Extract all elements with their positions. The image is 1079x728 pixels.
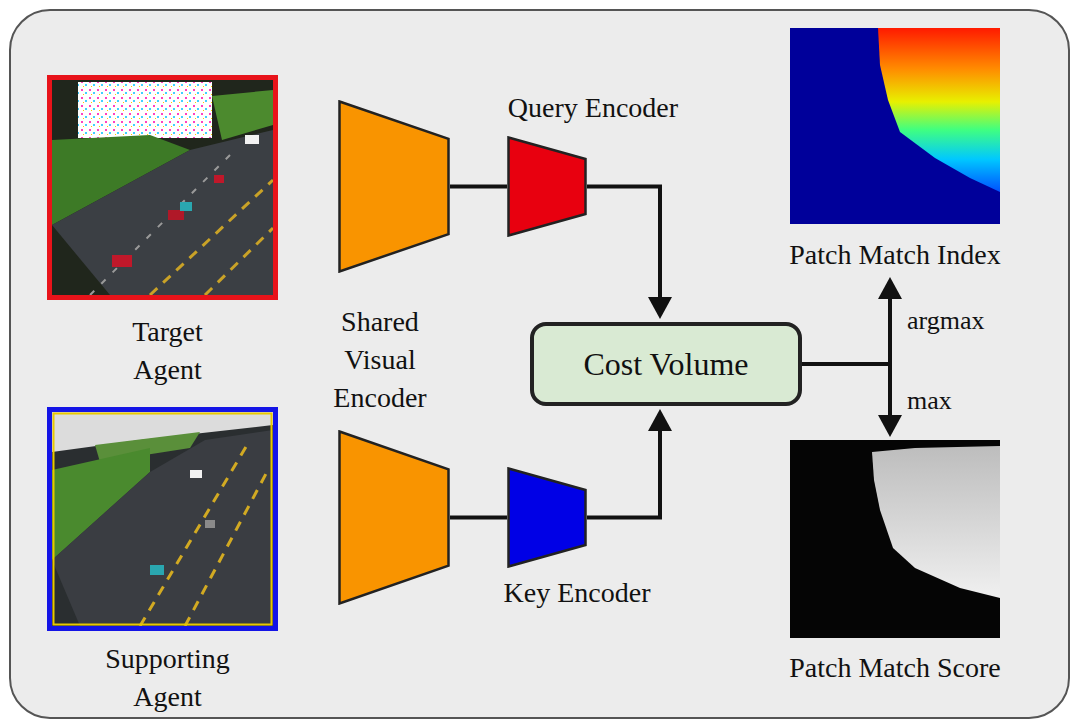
arrowhead — [648, 409, 672, 431]
edge-label: max — [904, 385, 955, 417]
target-agent-view — [52, 80, 273, 295]
trapezoid-shape — [509, 138, 586, 236]
encoder-trapezoid — [338, 430, 450, 605]
panel-background — [10, 10, 1069, 718]
lane-marking — [185, 470, 268, 626]
car — [150, 565, 164, 575]
trapezoid-shape — [509, 469, 586, 567]
arrowhead — [648, 297, 672, 319]
connector — [450, 185, 507, 189]
connector-group — [450, 186, 507, 187]
billboard — [78, 82, 212, 138]
node-label: Shared Visual Encoder — [305, 303, 455, 417]
connector-group — [587, 409, 672, 518]
trapezoid-outline — [507, 467, 587, 568]
encoder-trapezoid: Key Encoder — [507, 467, 587, 568]
map-ground — [790, 28, 1000, 224]
arrowhead — [878, 415, 902, 437]
box-label: Cost Volume — [583, 344, 748, 384]
node-label: Supporting Agent — [100, 640, 235, 716]
car — [205, 520, 215, 528]
car — [168, 210, 184, 220]
process-box: Cost Volume — [530, 322, 802, 406]
connector — [587, 187, 660, 301]
trapezoid-shape — [340, 432, 449, 604]
encoder-trapezoid: Query Encoder — [507, 136, 587, 237]
arrowhead — [878, 277, 902, 299]
agent-view: Target Agent — [47, 75, 278, 300]
connector-group — [802, 277, 902, 364]
edge-label: argmax — [904, 305, 988, 337]
trapezoid-outline — [507, 136, 587, 237]
map-ground — [790, 440, 1000, 638]
connector — [802, 296, 890, 364]
car — [180, 202, 192, 211]
lane-marking — [150, 180, 273, 295]
car — [214, 175, 224, 183]
output-map: Patch Match Score — [790, 440, 1000, 638]
index-region — [878, 28, 1000, 192]
patch-match-score-map — [790, 440, 1000, 638]
trapezoid-outline — [338, 100, 450, 273]
scene-ground — [52, 80, 273, 295]
connector-group — [587, 187, 672, 320]
node-label: Patch Match Index — [789, 236, 1001, 274]
node-label: Patch Match Score — [789, 649, 1001, 687]
lane-marking — [205, 228, 273, 295]
car — [190, 470, 202, 478]
patch-match-index-map — [790, 28, 1000, 224]
inner-frame — [54, 414, 272, 625]
node-label: Query Encoder — [508, 89, 678, 127]
trapezoid-outline — [338, 430, 450, 605]
encoder-trapezoid: Shared Visual Encoder — [338, 100, 450, 273]
lane-marking — [90, 150, 235, 295]
connector — [802, 364, 890, 418]
agent-view: Supporting Agent — [47, 407, 278, 631]
output-map: Patch Match Index — [790, 28, 1000, 224]
trapezoid-shape — [340, 102, 449, 272]
car — [112, 255, 132, 267]
supporting-agent-view — [52, 412, 273, 626]
score-region — [872, 446, 1000, 598]
connector-group — [802, 364, 902, 437]
road — [52, 430, 273, 626]
node-label: Key Encoder — [504, 574, 651, 612]
connector — [450, 516, 507, 520]
scene-ground — [52, 412, 273, 626]
car — [245, 135, 259, 144]
connector — [587, 428, 660, 518]
node-label: Target Agent — [100, 313, 235, 389]
lane-marking — [140, 440, 250, 626]
connector-group — [450, 517, 507, 518]
road — [52, 130, 273, 295]
